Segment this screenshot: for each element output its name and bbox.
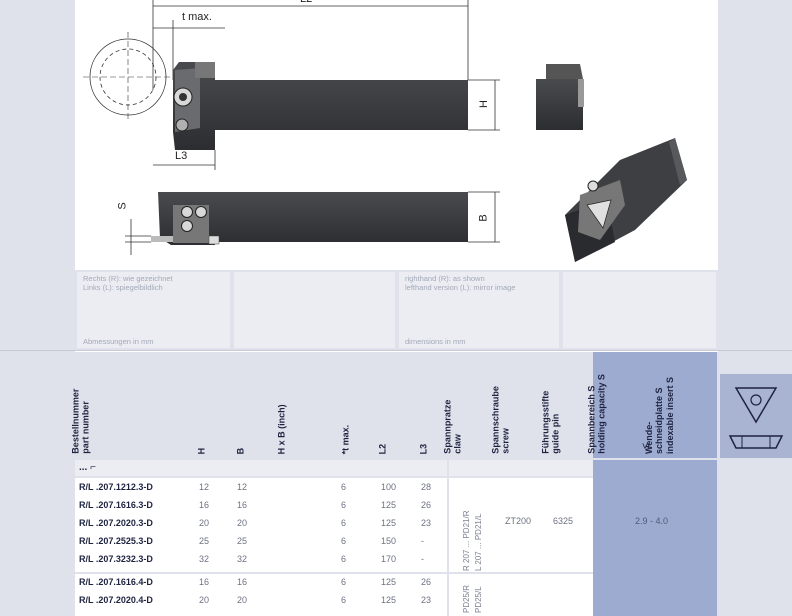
header-t-max: *t max. (340, 424, 351, 454)
l2-label: L2 (300, 0, 312, 5)
group-marker: ... ⌐ (79, 462, 96, 473)
note-cell-empty-2 (563, 272, 716, 348)
claw-group-2-r: PD25/R (462, 584, 471, 613)
note-left-en: lefthand version (L): mirror image (405, 283, 516, 293)
s-label: S (116, 202, 129, 210)
header-claw: Spannpratze claw (442, 399, 463, 454)
technical-drawing: t max. L2 L3 H B S (75, 0, 718, 270)
header-holding-capacity: Spannbereich S holding capacity S (586, 374, 607, 454)
group-2-parts-body (449, 574, 593, 616)
note-dimensions-de: Abmessungen in mm (83, 336, 154, 346)
holding-range-value: 2.9 - 4.0 (635, 516, 669, 526)
table-row: R/L .207.1212.3-D 12 12 6 100 28 (79, 482, 432, 492)
part-table: Bestellnummer part number H B H x B (inc… (70, 352, 718, 616)
header-part-number: Bestellnummer part number (70, 388, 91, 454)
group-1-body (75, 478, 447, 572)
table-row: R/L .207.2525.3-D 25 25 6 150 - (79, 536, 424, 546)
notes-panel: Rechts (R): wie gezeichnet Links (L): sp… (75, 270, 718, 350)
claw-group-1-l: L 207 ... PD21/L (474, 513, 483, 571)
header-indexable-insert: Wende- schneidplatte S indexable insert … (643, 376, 675, 454)
header-screw: Spannschraube screw (490, 386, 511, 454)
l3-label: L3 (175, 150, 188, 162)
header-h: H (196, 447, 207, 455)
header-l3: L3 (418, 443, 429, 454)
note-left-de: Links (L): spiegelbildlich (83, 283, 163, 293)
screw-value: ZT200 (505, 516, 532, 526)
guide-pin-value: 6325 (553, 516, 574, 526)
note-dimensions-en: dimensions in mm (405, 336, 466, 346)
t-max-label: t max. (182, 11, 212, 23)
group-marker-row (75, 460, 447, 476)
table-row: R/L .207.2020.4-D 20 20 6 125 23 (79, 595, 432, 605)
table-row: R/L .207.1616.3-D 16 16 6 125 26 (79, 500, 432, 510)
note-cell-english: righthand (R): as shown lefthand version… (399, 272, 559, 348)
note-cell-german: Rechts (R): wie gezeichnet Links (L): sp… (77, 272, 230, 348)
right-margin-band (718, 0, 792, 616)
group-marker-row-parts (449, 460, 593, 476)
holding-column (593, 460, 717, 616)
claw-group-2-l: PD25/L (474, 586, 483, 613)
note-right-en: righthand (R): as shown (405, 274, 485, 283)
table-header-parts: Spannpratze claw Spannschraube screw Füh… (442, 352, 593, 458)
table-row: R/L .207.2020.3-D 20 20 6 125 23 (79, 518, 432, 528)
header-hxb-inch: H x B (inch) (276, 403, 287, 454)
header-guide-pin: Führungsstifte guide pin (540, 391, 561, 454)
header-b: B (235, 447, 246, 455)
section-divider (0, 350, 792, 351)
group-2-body (75, 574, 447, 616)
insert-symbol-box (720, 374, 792, 458)
tool-holder-drawing (83, 0, 687, 262)
table-header-main: Bestellnummer part number H B H x B (inc… (70, 352, 447, 458)
h-label: H (477, 100, 490, 108)
table-header-holding: Spannbereich S holding capacity S ≤ Wend… (586, 352, 717, 458)
table-row: R/L .207.1616.4-D 16 16 6 125 26 (79, 577, 432, 587)
header-l2: L2 (377, 443, 388, 454)
claw-group-1-r: R 207 ... PD21/R (462, 510, 471, 571)
insert-icon (728, 387, 784, 449)
left-margin-band (0, 0, 75, 616)
group-1-parts-body (449, 478, 593, 572)
note-cell-empty-1 (234, 272, 395, 348)
table-row: R/L .207.3232.3-D 32 32 6 170 - (79, 554, 424, 564)
b-label: B (477, 214, 490, 222)
note-right-de: Rechts (R): wie gezeichnet (83, 274, 173, 283)
